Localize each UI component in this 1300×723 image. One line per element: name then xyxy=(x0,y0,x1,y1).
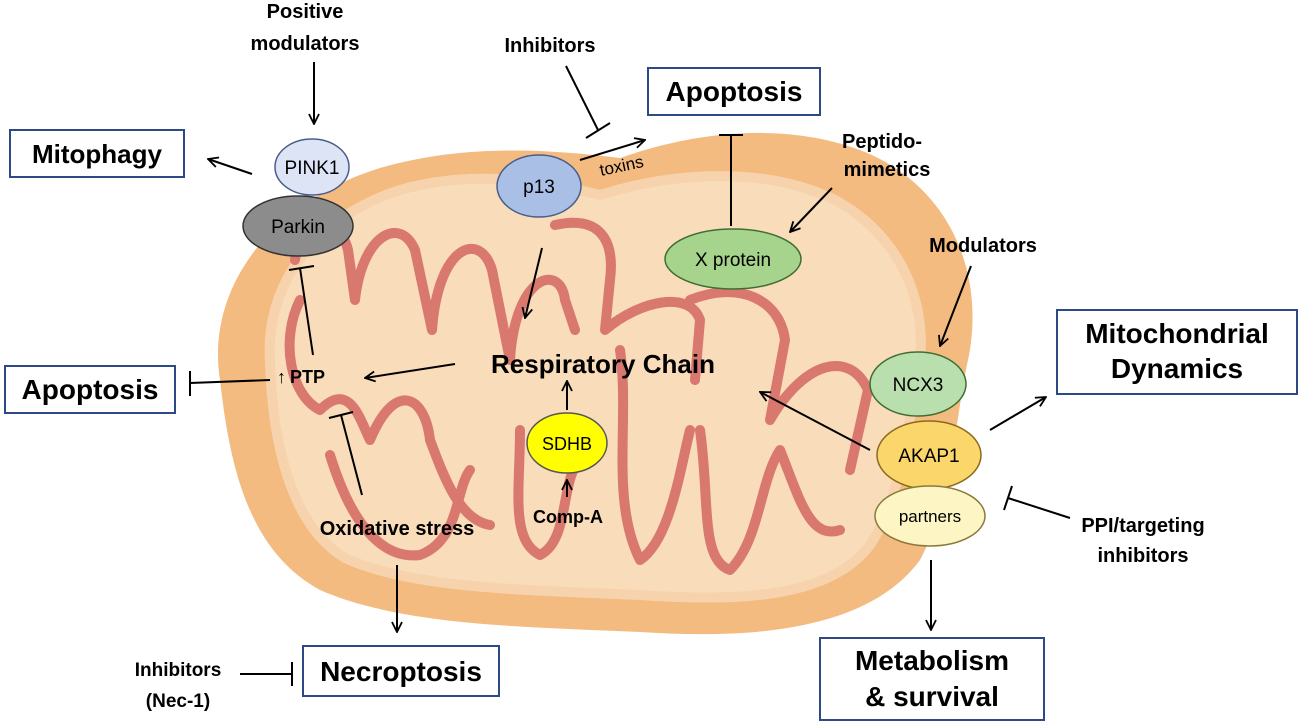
ppi-line1: PPI/targeting xyxy=(1081,515,1204,537)
inhibitors-top-label: Inhibitors xyxy=(504,35,595,57)
arrow-respiratory-chain-to-ptp xyxy=(365,363,456,378)
peptido-line1: Peptido- xyxy=(842,131,922,153)
metabolism-line1: Metabolism xyxy=(855,645,1009,676)
parkin-node: Parkin xyxy=(242,195,354,257)
metabolism-survival-box: Metabolism & survival xyxy=(819,637,1045,721)
sdhb-node: SDHB xyxy=(526,412,608,474)
apoptosis-top-box: Apoptosis xyxy=(647,67,821,116)
parkin-label: Parkin xyxy=(271,217,325,238)
arrow-akap1-to-respiratory-chain xyxy=(760,392,871,451)
inhibitors-nec-line1: Inhibitors xyxy=(135,660,222,681)
metabolism-line2: & survival xyxy=(865,681,999,712)
arrow-p13-toxins-to-apoptosis xyxy=(579,140,645,161)
ptp-label: PTP xyxy=(290,367,325,387)
positive-modulators-line2: modulators xyxy=(251,33,360,55)
inhibitors-nec-line2: (Nec-1) xyxy=(146,691,210,712)
ppi-line2: inhibitors xyxy=(1097,545,1188,567)
p13-node: p13 xyxy=(496,154,582,218)
apoptosis-left-box: Apoptosis xyxy=(4,365,176,414)
inhibit-inhibitors-to-p13-toxins xyxy=(565,65,611,139)
x-protein-node: X protein xyxy=(664,228,802,290)
mitophagy-box: Mitophagy xyxy=(9,129,185,178)
arrow-pink1-to-mitophagy xyxy=(208,159,253,175)
x-protein-label: X protein xyxy=(695,250,771,271)
ncx3-node: NCX3 xyxy=(869,351,967,417)
inhibit-x-protein-to-apoptosis xyxy=(719,134,743,226)
arrow-akap1-to-mitochondrial-dynamics xyxy=(989,397,1046,431)
apoptosis-left-label: Apoptosis xyxy=(22,374,159,405)
partners-label: partners xyxy=(899,507,961,526)
sdhb-label: SDHB xyxy=(542,434,592,454)
mitochondrion-cristae xyxy=(284,217,873,575)
inhibit-oxidative-stress-to-ptp xyxy=(328,411,363,496)
akap1-label: AKAP1 xyxy=(898,446,959,467)
inhibit-ptp-to-apoptosis xyxy=(189,371,271,396)
partners-node: partners xyxy=(874,485,986,547)
pink1-label: PINK1 xyxy=(285,158,340,179)
necroptosis-label: Necroptosis xyxy=(320,656,482,687)
necroptosis-box: Necroptosis xyxy=(302,645,500,697)
inhibit-ptp-to-parkin xyxy=(288,265,315,356)
peptido-line2: mimetics xyxy=(844,159,931,181)
akap1-node: AKAP1 xyxy=(876,420,982,490)
arrow-peptidomimetics-to-x-protein xyxy=(790,187,833,232)
apoptosis-top-label: Apoptosis xyxy=(666,76,803,107)
inhibit-ppi-to-partners xyxy=(1003,485,1071,519)
ptp-up-arrow: ↑ xyxy=(277,367,286,387)
arrow-modulators-to-ncx3 xyxy=(940,265,972,346)
modulators-label: Modulators xyxy=(929,235,1037,257)
arrow-p13-to-respiratory-chain xyxy=(525,247,543,318)
p13-label: p13 xyxy=(523,177,555,198)
mitochondrial-dynamics-box: Mitochondrial Dynamics xyxy=(1056,309,1298,395)
comp-a-label: Comp-A xyxy=(533,507,603,527)
mito-dynamics-line2: Dynamics xyxy=(1111,353,1243,384)
respiratory-chain-label: Respiratory Chain xyxy=(491,349,715,379)
pink1-node: PINK1 xyxy=(274,138,350,196)
inhibit-nec1-to-necroptosis xyxy=(240,662,293,686)
positive-modulators-line1: Positive xyxy=(267,1,344,23)
oxidative-stress-label: Oxidative stress xyxy=(320,518,475,540)
mitophagy-label: Mitophagy xyxy=(32,139,163,169)
mito-dynamics-line1: Mitochondrial xyxy=(1085,318,1269,349)
ncx3-label: NCX3 xyxy=(893,375,944,396)
